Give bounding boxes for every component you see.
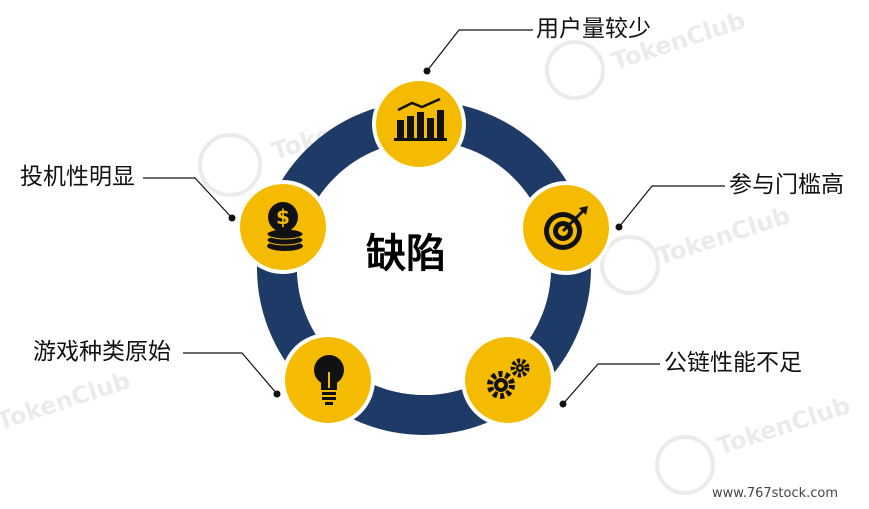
label-speculation: 投机性明显 — [20, 164, 135, 190]
svg-text:TokenClub: TokenClub — [0, 366, 134, 435]
watermark-logo: TokenClub — [655, 391, 854, 495]
svg-text:$: $ — [276, 205, 290, 229]
center-title: 缺陷 — [366, 231, 446, 277]
coins-dollar-icon: $ — [266, 202, 304, 251]
watermark-site: www.767stock.com — [712, 486, 839, 501]
watermark-logo: TokenClub — [0, 366, 134, 435]
leader-line-user-count — [426, 29, 533, 72]
leader-line-game-types — [183, 352, 278, 395]
svg-text:TokenClub: TokenClub — [713, 391, 853, 460]
node-speculation: $ — [236, 180, 330, 274]
target-icon — [544, 206, 588, 250]
leader-line-speculation — [143, 177, 233, 219]
svg-text:TokenClub: TokenClub — [653, 201, 793, 270]
node-user-count — [372, 77, 466, 171]
node-game-types — [281, 333, 375, 427]
label-game-types: 游戏种类原始 — [33, 339, 171, 365]
node-entry-barrier — [519, 181, 613, 275]
lightbulb-icon — [314, 355, 344, 405]
label-chain-performance: 公链性能不足 — [664, 350, 802, 376]
watermark-logo: TokenClub — [600, 201, 794, 295]
bar-chart-icon — [394, 97, 447, 141]
node-chain-performance — [461, 333, 555, 427]
label-entry-barrier: 参与门槛高 — [729, 172, 844, 198]
leader-line-entry-barrier — [618, 185, 725, 228]
gears-icon — [487, 358, 530, 399]
leader-lines — [143, 29, 725, 405]
leader-dots — [228, 67, 623, 408]
label-user-count: 用户量较少 — [536, 16, 651, 42]
leader-line-chain-performance — [562, 363, 660, 405]
